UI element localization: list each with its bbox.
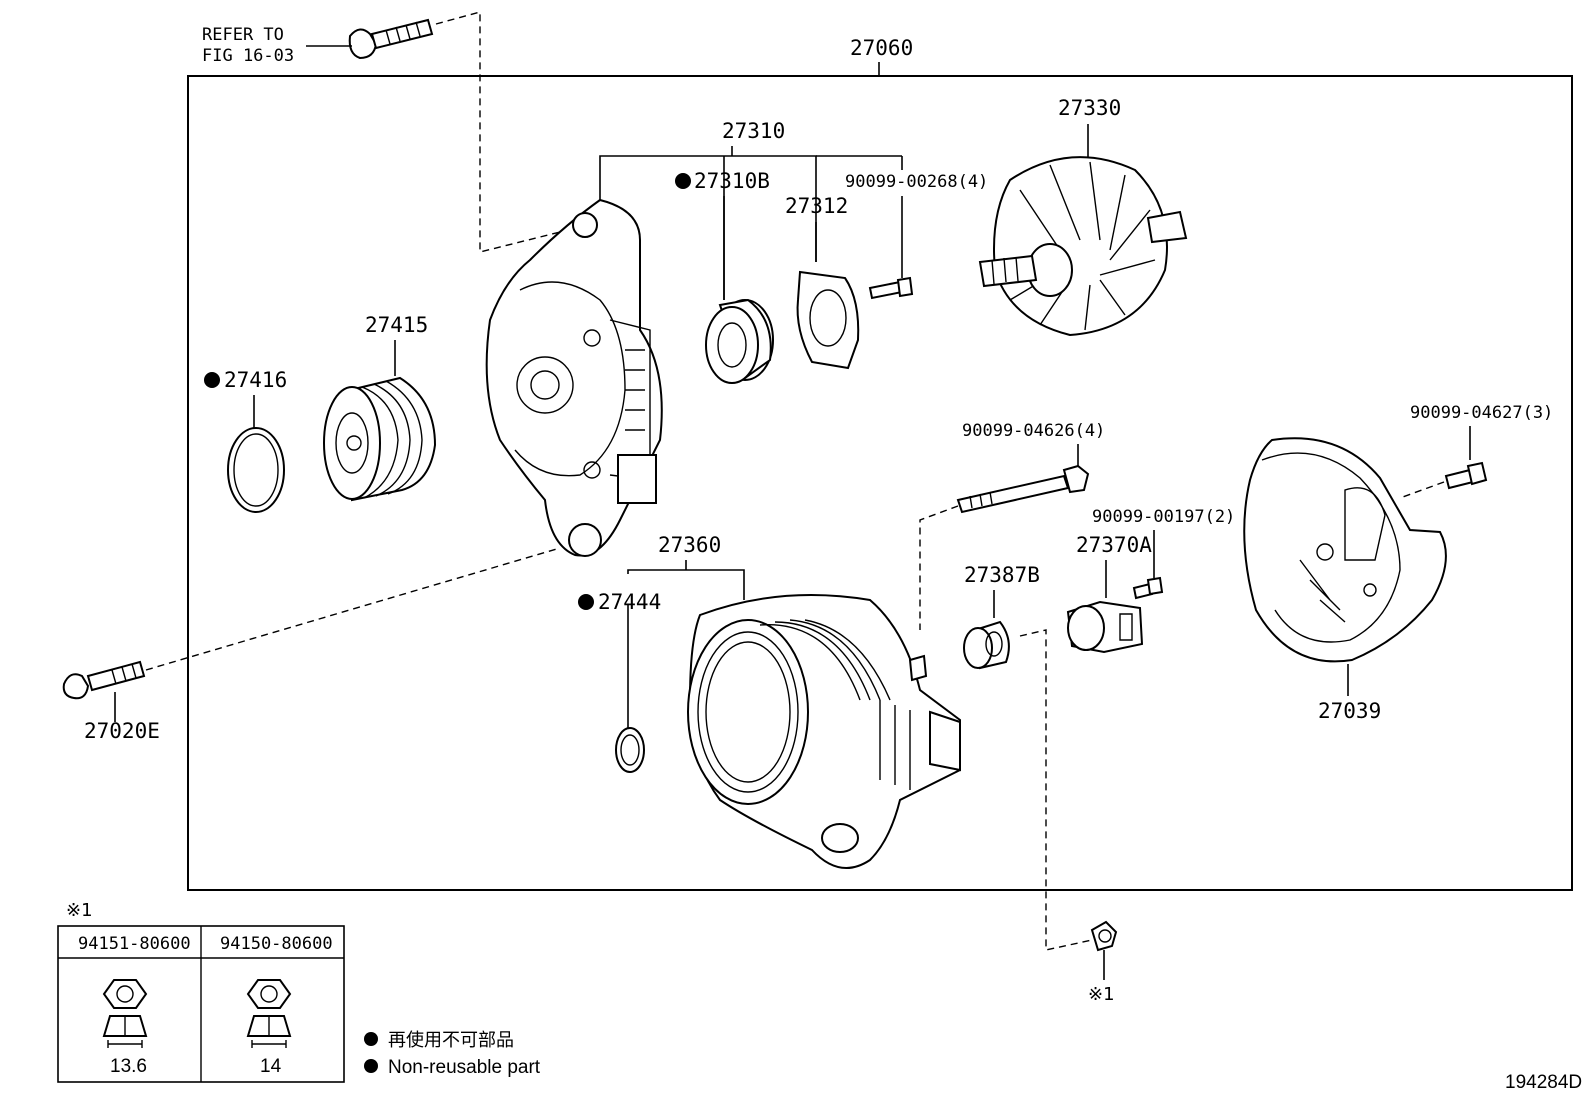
- rotor-icon: [978, 156, 1188, 337]
- refer-bolt-icon: [348, 18, 434, 60]
- label-nut-note: ※1: [1088, 984, 1115, 1005]
- label-27387b: 27387B: [964, 563, 1040, 587]
- label-27039: 27039: [1318, 699, 1381, 723]
- drive-end-frame-icon: [485, 198, 663, 557]
- pulley-icon: [323, 376, 437, 502]
- assembly-label: 27060: [850, 36, 913, 60]
- bearing-icon: [705, 298, 774, 384]
- stator-housing-icon: [687, 594, 961, 869]
- rear-end-cover-icon: [1243, 437, 1447, 663]
- flange-nut-icon-1: [102, 979, 148, 1048]
- legend-bullet-jp: [364, 1032, 378, 1046]
- label-90099-00197: 90099-00197(2): [1092, 507, 1235, 527]
- label-27330: 27330: [1058, 96, 1121, 120]
- legend-bullet-en: [364, 1059, 378, 1073]
- terminal-insulator-icon: [963, 620, 1010, 670]
- label-27312: 27312: [785, 194, 848, 218]
- retainer-plate-icon: [796, 270, 860, 370]
- label-27020e: 27020E: [84, 719, 160, 743]
- label-90099-00268: 90099-00268(4): [845, 172, 988, 192]
- label-27370a: 27370A: [1076, 533, 1152, 557]
- small-screw-icon: [868, 276, 914, 300]
- nut-table: [57, 925, 345, 1083]
- label-27310: 27310: [722, 119, 785, 143]
- label-90099-04627: 90099-04627(3): [1410, 403, 1553, 423]
- label-27360: 27360: [658, 533, 721, 557]
- through-bolt-icon: [956, 464, 1090, 514]
- label-27416: 27416: [224, 368, 287, 392]
- nut-col2-size: 14: [260, 1056, 282, 1077]
- refer-fig-label: FIG 16-03: [202, 46, 294, 66]
- snap-ring-icon: [227, 427, 285, 513]
- label-27415: 27415: [365, 313, 428, 337]
- nut-table-marker: ※1: [66, 900, 93, 921]
- nonreusable-marker-27444: [578, 594, 594, 610]
- label-27444: 27444: [598, 590, 661, 614]
- refer-to-label: REFER TO: [202, 25, 284, 45]
- mounting-bolt-icon: [62, 660, 146, 700]
- legend-jp: 再使用不可部品: [388, 1030, 514, 1051]
- label-90099-04626: 90099-04626(4): [962, 421, 1105, 441]
- legend-en: Non-reusable part: [388, 1057, 541, 1078]
- brush-holder-icon: [1066, 600, 1144, 654]
- o-ring-icon: [615, 727, 645, 773]
- nut-col1-size: 13.6: [110, 1056, 147, 1077]
- nut-col2-part: 94150-80600: [220, 934, 333, 954]
- flange-nut-icon-2: [246, 979, 292, 1048]
- label-27310b: 27310B: [694, 169, 770, 193]
- nut-col1-part: 94151-80600: [78, 934, 191, 954]
- brush-holder-screw-icon: [1132, 576, 1164, 600]
- rear-cover-screw-icon: [1444, 461, 1488, 490]
- assembly-frame: [187, 75, 1573, 891]
- figure-id: 194284D: [1505, 1072, 1582, 1093]
- nonreusable-marker-27310b: [675, 173, 691, 189]
- nut-icon: [1090, 920, 1118, 952]
- nonreusable-marker-27416: [204, 372, 220, 388]
